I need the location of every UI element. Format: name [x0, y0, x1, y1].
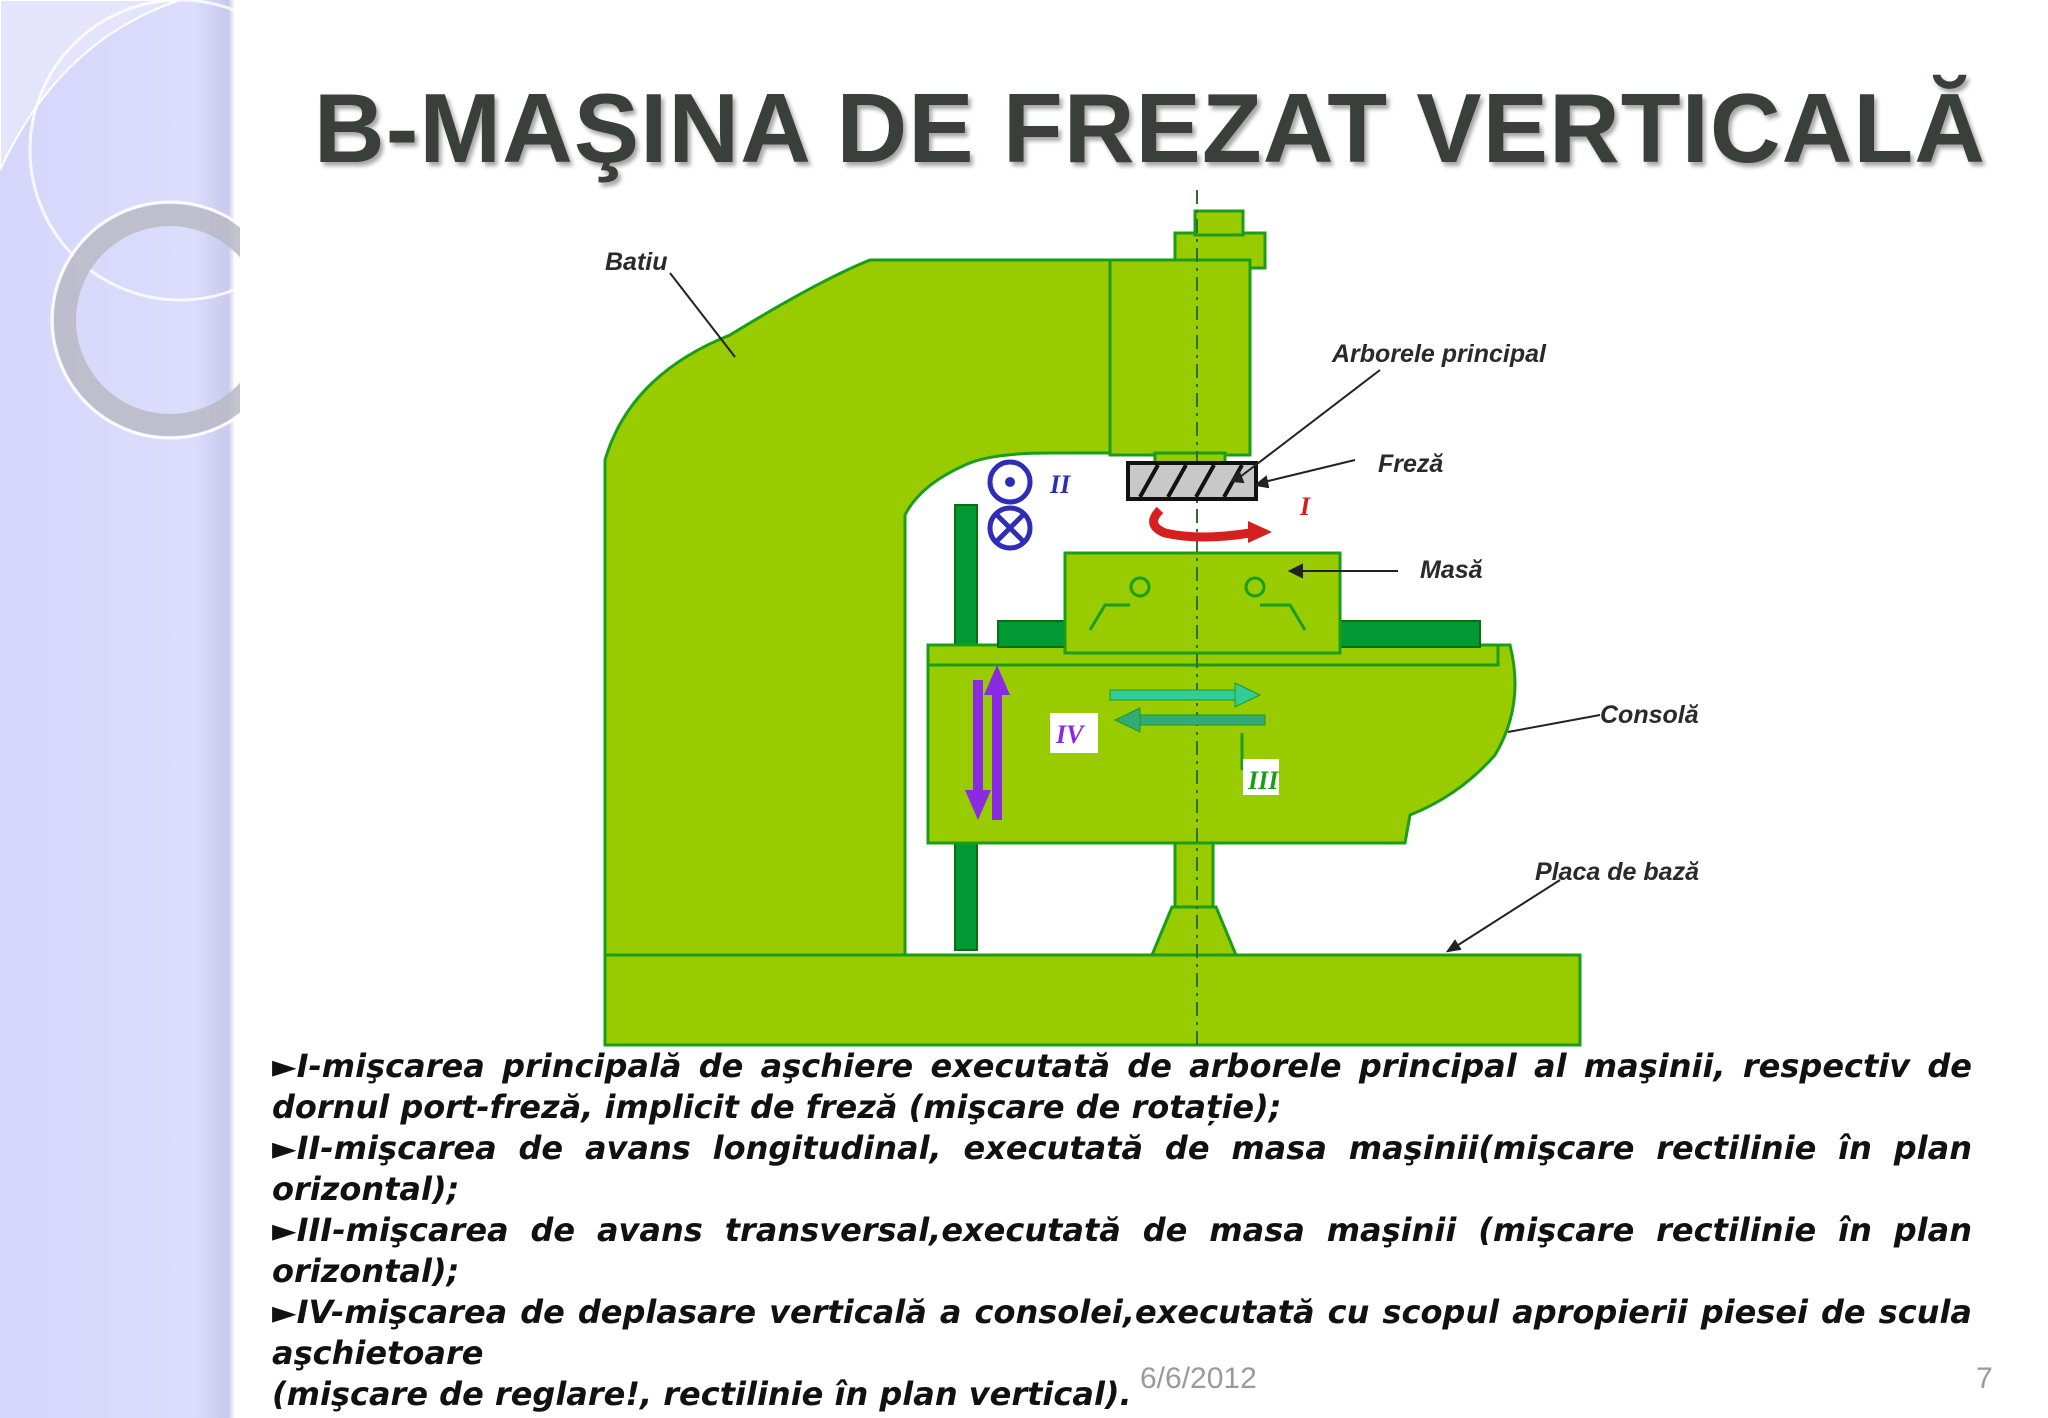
milling-machine-diagram: I II III IV Batiu Arborele principal Fre…: [603, 190, 1699, 1047]
label-masa: Masă: [1420, 556, 1483, 584]
description-text: (mişcare de reglare!, rectilinie în plan…: [272, 1375, 1132, 1413]
label-arborele-principal: Arborele principal: [1331, 340, 1547, 368]
motion-label-II: II: [1049, 470, 1071, 499]
spindle-cap-top: [1193, 209, 1245, 237]
feed-in-symbol: [987, 505, 1033, 551]
motion-label-IV: IV: [1055, 720, 1086, 749]
description-text: IV-mişcarea de deplasare verticală a con…: [272, 1293, 1972, 1372]
bullet-marker: ►: [272, 1211, 297, 1249]
description-line: ►III-mişcarea de avans transversal,execu…: [272, 1210, 1972, 1292]
sidebar-edge: [228, 0, 234, 1418]
screw-support: [1149, 905, 1239, 957]
footer-page-number: 7: [1976, 1362, 1993, 1395]
description-text: I-mişcarea principală de aşchiere execut…: [272, 1047, 1972, 1126]
rotation-arrow-I: [1149, 506, 1251, 542]
motion-label-I: I: [1299, 492, 1311, 521]
slide-title: B-MAŞINA DE FREZAT VERTICALĂ: [313, 73, 1987, 183]
bullet-marker: ►: [272, 1129, 297, 1167]
description-text: III-mişcarea de avans transversal,execut…: [272, 1211, 1972, 1290]
bullet-marker: ►: [272, 1047, 297, 1085]
decorative-rings: [0, 0, 240, 440]
lift-screw: [1173, 841, 1215, 910]
console: [926, 643, 1517, 845]
description-line: ►I-mişcarea principală de aşchiere execu…: [272, 1046, 1972, 1128]
description-line: ►IV-mişcarea de deplasare verticală a co…: [272, 1292, 1972, 1374]
label-consola: Consolă: [1600, 701, 1699, 729]
motion-description-text: ►I-mişcarea principală de aşchiere execu…: [272, 1046, 1972, 1415]
saddle-rail-right: [1334, 620, 1481, 648]
spindle-head: [1108, 258, 1252, 457]
description-line: (mişcare de reglare!, rectilinie în plan…: [272, 1374, 1972, 1415]
description-text: II-mişcarea de avans longitudinal, execu…: [272, 1129, 1972, 1208]
base-plate: [603, 953, 1582, 1047]
vertical-arrows-IV: [965, 665, 1010, 820]
bullet-marker: ►: [272, 1293, 297, 1331]
feed-out-symbol: [987, 459, 1033, 505]
label-freza: Freză: [1378, 450, 1443, 478]
label-batiu: Batiu: [605, 248, 668, 276]
motion-label-III: III: [1247, 766, 1279, 795]
transverse-arrows-III: [1109, 682, 1266, 770]
saddle-rail-left: [997, 620, 1071, 648]
column-body: [603, 258, 1152, 957]
footer-date: 6/6/2012: [1140, 1362, 1257, 1395]
label-placa-de-baza: Placa de bază: [1535, 858, 1699, 886]
description-line: ►II-mişcarea de avans longitudinal, exec…: [272, 1128, 1972, 1210]
